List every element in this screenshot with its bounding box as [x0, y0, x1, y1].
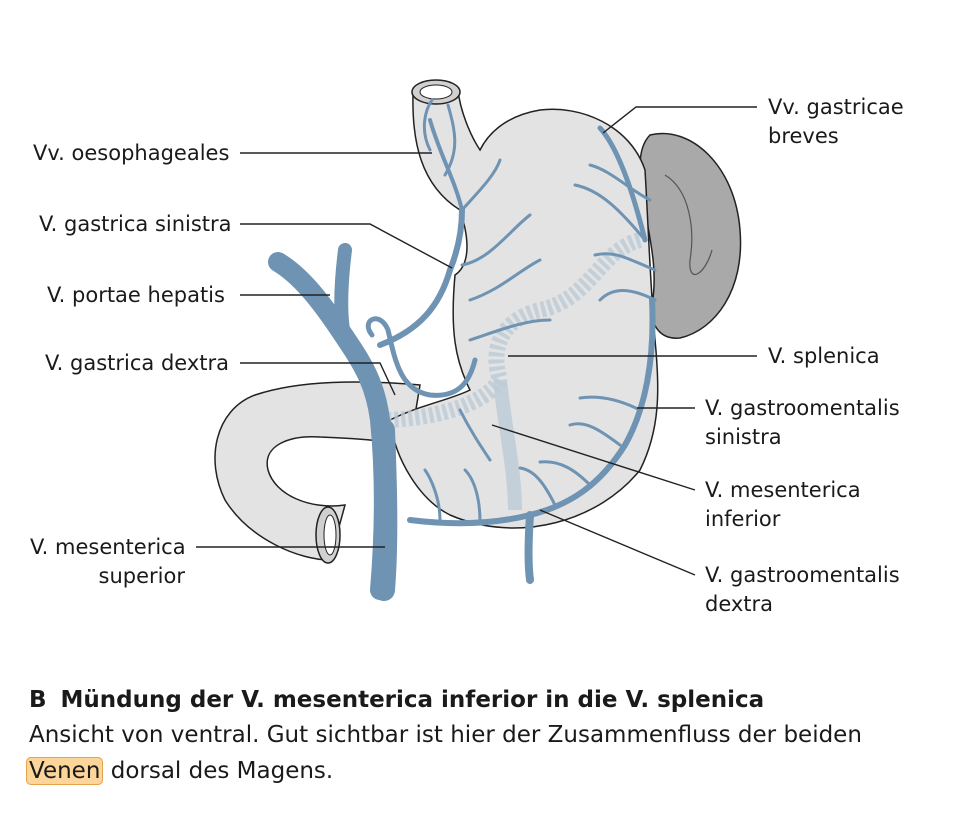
label-line-2: breves: [768, 124, 839, 148]
label-line-1: V. gastroomentalis: [705, 396, 900, 420]
label-line-1: V. mesenterica: [705, 478, 861, 502]
label-v-portae-hepatis: V. portae hepatis: [47, 283, 225, 307]
label-line-2: superior: [98, 564, 185, 588]
superior-mesenteric-vein: [373, 419, 398, 601]
label-v-splenica: V. splenica: [768, 344, 880, 368]
label-vv-gastricae-breves: Vv. gastricae breves: [768, 93, 904, 151]
dorsal-mesenteric-inferior: [493, 379, 522, 511]
label-line-1: V. mesenterica: [30, 535, 186, 559]
label-v-gastrica-dextra: V. gastrica dextra: [45, 351, 229, 375]
label-v-gastroomentalis-dextra: V. gastroomentalis dextra: [705, 561, 900, 619]
caption-body: Ansicht von ventral. Gut sichtbar ist hi…: [26, 717, 929, 789]
label-line-2: inferior: [705, 507, 781, 531]
caption-title: B Mündung der V. mesenterica inferior in …: [29, 683, 929, 717]
label-line-2: sinistra: [705, 425, 782, 449]
caption-letter: B: [29, 687, 47, 713]
label-v-mesenterica-superior: V. mesenterica superior: [30, 533, 186, 591]
duodenum: [214, 381, 421, 561]
caption-body-start: Ansicht von ventral. Gut sichtbar ist hi…: [29, 722, 862, 748]
figure-caption: B Mündung der V. mesenterica inferior in …: [26, 683, 929, 789]
label-vv-oesophageales: Vv. oesophageales: [33, 141, 230, 165]
caption-highlight: Venen: [26, 757, 104, 785]
caption-title-text: Mündung der V. mesenterica inferior in d…: [60, 687, 765, 713]
anatomy-figure: [196, 79, 757, 601]
stomach: [389, 89, 659, 529]
anatomy-illustration: [196, 79, 757, 601]
label-v-gastroomentalis-sinistra: V. gastroomentalis sinistra: [705, 394, 900, 452]
caption-body-end: dorsal des Magens.: [103, 758, 334, 784]
short-gastric-veins: [597, 125, 648, 243]
label-v-gastrica-sinistra: V. gastrica sinistra: [39, 212, 232, 236]
dorsal-splenic-vein: [379, 232, 643, 428]
gastroomentalis: [407, 297, 656, 527]
label-line-1: V. gastroomentalis: [705, 563, 900, 587]
spleen-hilum: [664, 174, 713, 275]
label-line-2: dextra: [705, 592, 774, 616]
label-line-1: Vv. gastricae: [768, 95, 904, 119]
label-v-mesenterica-inferior: V. mesenterica inferior: [705, 476, 861, 534]
